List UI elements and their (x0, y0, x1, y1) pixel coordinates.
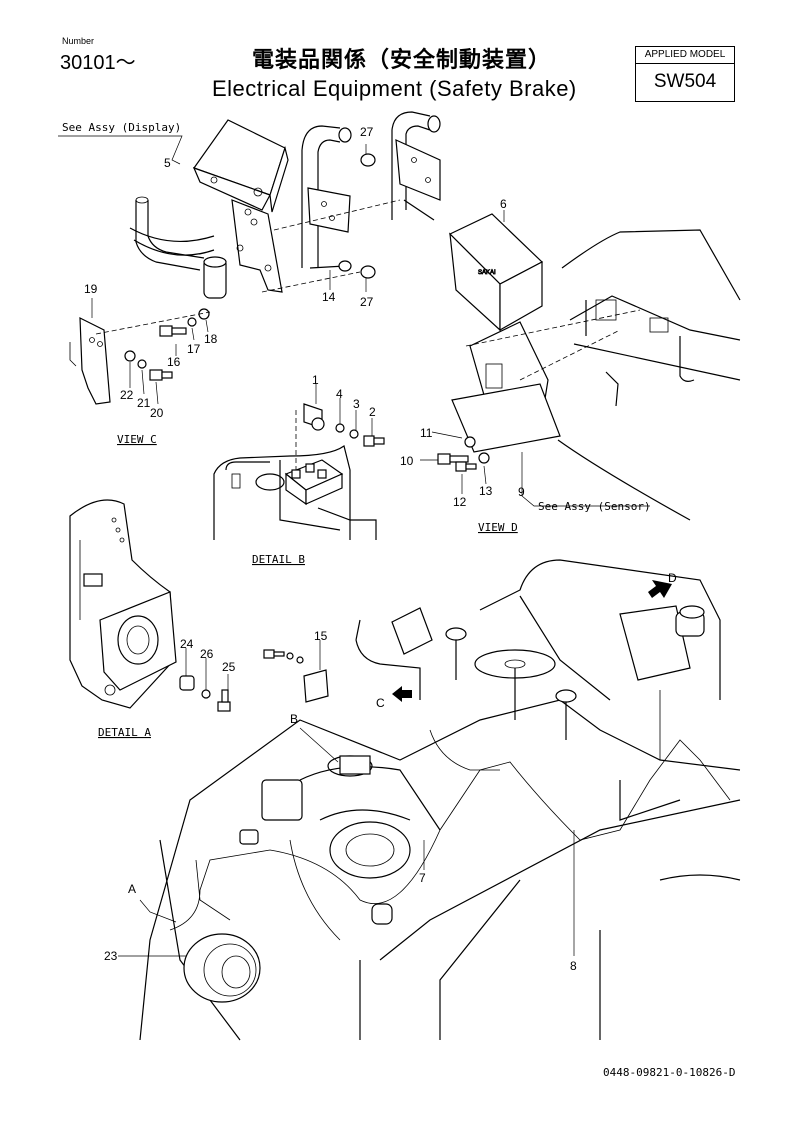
washer-22 (124, 350, 136, 362)
sensor-24 (179, 675, 195, 691)
serial-number: 30101～ (60, 52, 136, 74)
title-english: Electrical Equipment (Safety Brake) (212, 76, 577, 101)
part-number-14: 14 (322, 290, 336, 304)
part-number-27-upper: 27 (360, 125, 374, 139)
part-number-17: 17 (187, 342, 201, 356)
rear-light (371, 903, 393, 925)
relay-block-1 (284, 459, 344, 506)
controller-6-side (499, 261, 543, 332)
detail-b-group (213, 384, 385, 540)
view-d-group: SAKAI (420, 210, 741, 521)
part-number-24: 24 (180, 637, 194, 651)
title-japanese: 電装品関係（安全制動装置） (252, 48, 552, 73)
bolt-16 (159, 325, 187, 337)
washer-13 (478, 452, 490, 464)
steering-pipe (135, 200, 201, 271)
mounting-plate-left (307, 187, 351, 233)
part-number-26: 26 (200, 647, 214, 661)
part-number-3: 3 (353, 397, 360, 411)
callout-a: A (128, 882, 136, 896)
lever-knob-right (555, 689, 577, 703)
washer-4 (335, 423, 345, 433)
detail-b-frame (213, 445, 351, 540)
svg-text:SAKAI: SAKAI (478, 270, 496, 276)
arrow-view-c (392, 686, 412, 702)
washer-17 (187, 317, 197, 327)
machine-group (118, 559, 741, 1041)
part-number-25: 25 (222, 660, 236, 674)
part-number-9: 9 (518, 485, 525, 499)
detail-a-group (69, 499, 231, 712)
part-number-27-lower: 27 (360, 295, 374, 309)
part-number-7: 7 (419, 871, 426, 885)
applied-model-box: APPLIED MODEL SW504 (635, 46, 735, 102)
detail-a-label: DETAIL A (98, 726, 151, 739)
part-number-4: 4 (336, 387, 343, 401)
cap-27-lower (360, 265, 376, 279)
part-number-13: 13 (479, 484, 493, 498)
part-number-19: 19 (84, 282, 98, 296)
part-number-1: 1 (312, 373, 319, 387)
machine-display-unit (391, 607, 433, 655)
sensor-9-base (451, 383, 561, 453)
callout-b: B (290, 712, 298, 726)
arrow-view-d (648, 580, 672, 598)
part-number-20: 20 (150, 406, 164, 420)
view-c-group (58, 111, 441, 405)
bolt-12 (455, 461, 477, 472)
bolt-20 (149, 369, 173, 381)
callout-d: D (668, 571, 677, 585)
part-number-23: 23 (104, 949, 118, 963)
part-number-21: 21 (137, 396, 151, 410)
washer-21 (137, 359, 147, 369)
lever-knob-left (445, 627, 467, 641)
bracket-15 (303, 669, 329, 703)
machine-sensor-unit (619, 605, 691, 681)
part-number-5: 5 (164, 156, 171, 170)
part-number-16: 16 (167, 355, 181, 369)
wire-harness (169, 739, 731, 931)
washer-3 (349, 429, 359, 439)
bolt-25 (217, 689, 231, 712)
cap-27-upper (360, 153, 376, 167)
callout-c: C (376, 696, 385, 710)
view-d-label: VIEW D (478, 521, 518, 534)
part-number-18: 18 (204, 332, 218, 346)
machine-body-outline (139, 699, 741, 1041)
handrail-right (391, 111, 431, 220)
mounting-plate-right (395, 139, 441, 201)
washer-11 (464, 436, 476, 448)
drawing-code: 0448-09821-0-10826-D (603, 1066, 736, 1079)
part-number-8: 8 (570, 959, 577, 973)
display-unit (192, 119, 289, 213)
display-bracket (231, 199, 283, 293)
part-number-6: 6 (500, 197, 507, 211)
part-number-12: 12 (453, 495, 467, 509)
frame-outline (561, 229, 741, 301)
engine-assembly (261, 755, 441, 879)
view-c-label: VIEW C (117, 433, 157, 446)
screw-2 (363, 435, 385, 447)
applied-model-value: SW504 (653, 71, 717, 92)
cab-outline (479, 559, 721, 700)
applied-model-label: APPLIED MODEL (636, 47, 734, 64)
part-number-10: 10 (400, 454, 414, 468)
see-assy-display-label: See Assy (Display) (62, 121, 181, 134)
detail-b-label: DETAIL B (252, 553, 305, 566)
handrail-left (301, 125, 341, 268)
see-assy-sensor-label: See Assy (Sensor) (538, 500, 651, 513)
washer-26 (201, 689, 211, 699)
headlight-23 (183, 933, 261, 1003)
part-number-22: 22 (120, 388, 134, 402)
part-number-2: 2 (369, 405, 376, 419)
bracket-19 (79, 317, 111, 405)
part-number-15: 15 (314, 629, 328, 643)
part-number-11: 11 (420, 426, 433, 440)
number-label: Number (62, 36, 95, 46)
